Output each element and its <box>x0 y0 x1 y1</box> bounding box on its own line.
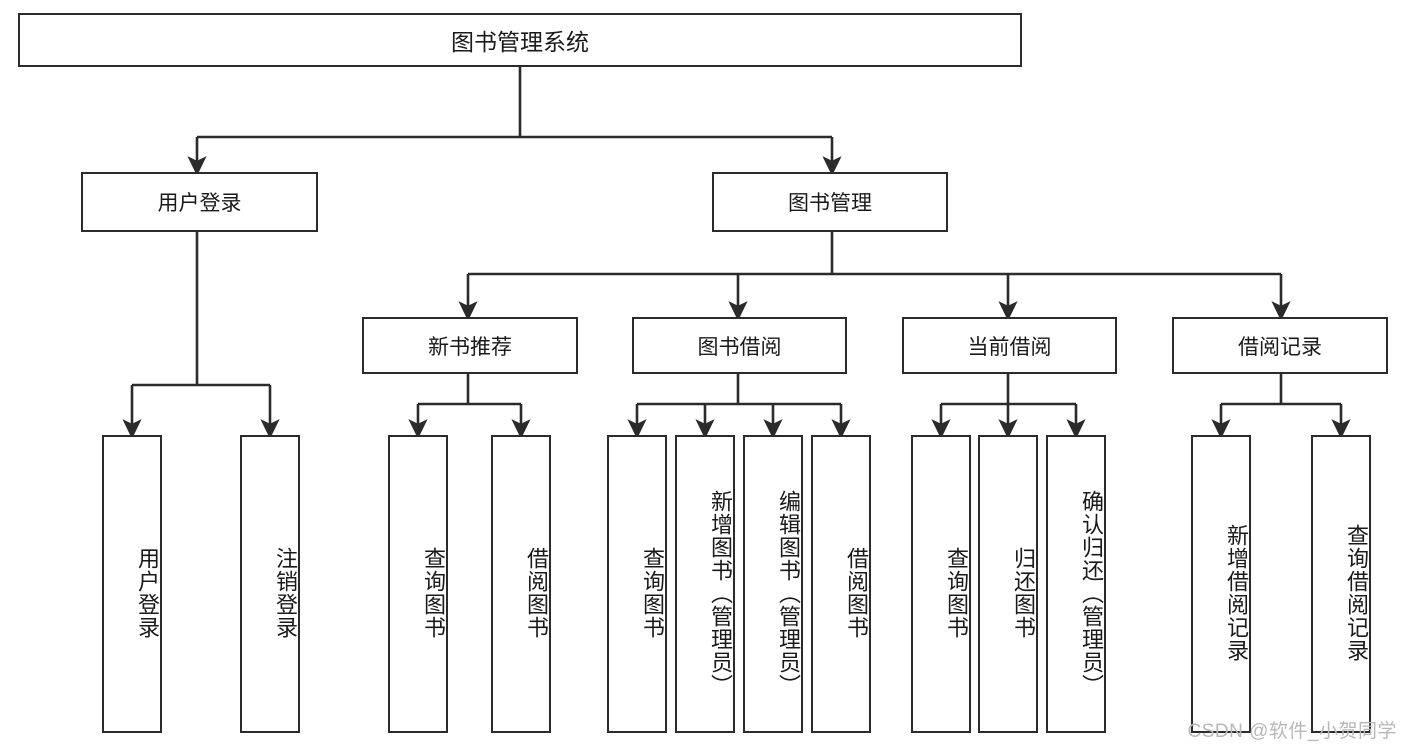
node-current-borrow[interactable]: 当前借阅 <box>902 317 1117 374</box>
node-label: 新书推荐 <box>428 335 512 359</box>
node-label: 借阅图书 <box>844 547 869 639</box>
node-root-book-management-system[interactable]: 图书管理系统 <box>18 13 1022 67</box>
node-book-management[interactable]: 图书管理 <box>712 172 948 232</box>
node-label: 图书管理 <box>788 192 872 215</box>
leaf-confirm-return-admin[interactable]: 确认归还（管理员） <box>1046 435 1106 733</box>
node-label: 借阅图书 <box>524 547 549 639</box>
leaf-logout[interactable]: 注销登录 <box>240 435 300 733</box>
node-label: 编辑图书（管理员） <box>776 489 801 697</box>
leaf-add-book-admin[interactable]: 新增图书（管理员） <box>675 435 735 733</box>
leaf-query-book-borrow[interactable]: 查询图书 <box>607 435 667 733</box>
node-borrow-record[interactable]: 借阅记录 <box>1172 317 1388 374</box>
node-new-book-recommendation[interactable]: 新书推荐 <box>362 317 578 374</box>
node-label: 图书管理系统 <box>451 29 589 55</box>
leaf-return-book[interactable]: 归还图书 <box>978 435 1038 733</box>
leaf-edit-book-admin[interactable]: 编辑图书（管理员） <box>743 435 803 733</box>
node-book-borrow[interactable]: 图书借阅 <box>632 317 847 374</box>
node-label: 图书借阅 <box>697 335 782 359</box>
node-label: 借阅记录 <box>1238 335 1322 359</box>
node-label: 查询图书 <box>944 547 969 639</box>
node-label: 查询图书 <box>421 547 446 639</box>
leaf-borrow-book-recommend[interactable]: 借阅图书 <box>491 435 551 733</box>
node-user-login[interactable]: 用户登录 <box>81 172 318 232</box>
node-label: 用户登录 <box>157 192 242 215</box>
node-label: 归还图书 <box>1011 547 1036 639</box>
leaf-add-borrow-record[interactable]: 新增借阅记录 <box>1191 435 1251 733</box>
leaf-user-login[interactable]: 用户登录 <box>102 435 162 733</box>
leaf-query-book-current[interactable]: 查询图书 <box>911 435 971 733</box>
node-label: 用户登录 <box>135 547 160 639</box>
csdn-watermark: CSDN @软件_小贺同学 <box>1187 721 1397 742</box>
node-label: 查询借阅记录 <box>1344 524 1369 662</box>
node-label: 确认归还（管理员） <box>1079 489 1104 697</box>
node-label: 查询图书 <box>640 547 665 639</box>
leaf-borrow-book[interactable]: 借阅图书 <box>811 435 871 733</box>
leaf-query-borrow-record[interactable]: 查询借阅记录 <box>1311 435 1371 733</box>
leaf-query-book-recommend[interactable]: 查询图书 <box>388 435 448 733</box>
node-label: 当前借阅 <box>967 335 1052 359</box>
node-label: 注销登录 <box>273 547 298 639</box>
node-label: 新增借阅记录 <box>1224 524 1249 662</box>
node-label: 新增图书（管理员） <box>708 489 733 697</box>
